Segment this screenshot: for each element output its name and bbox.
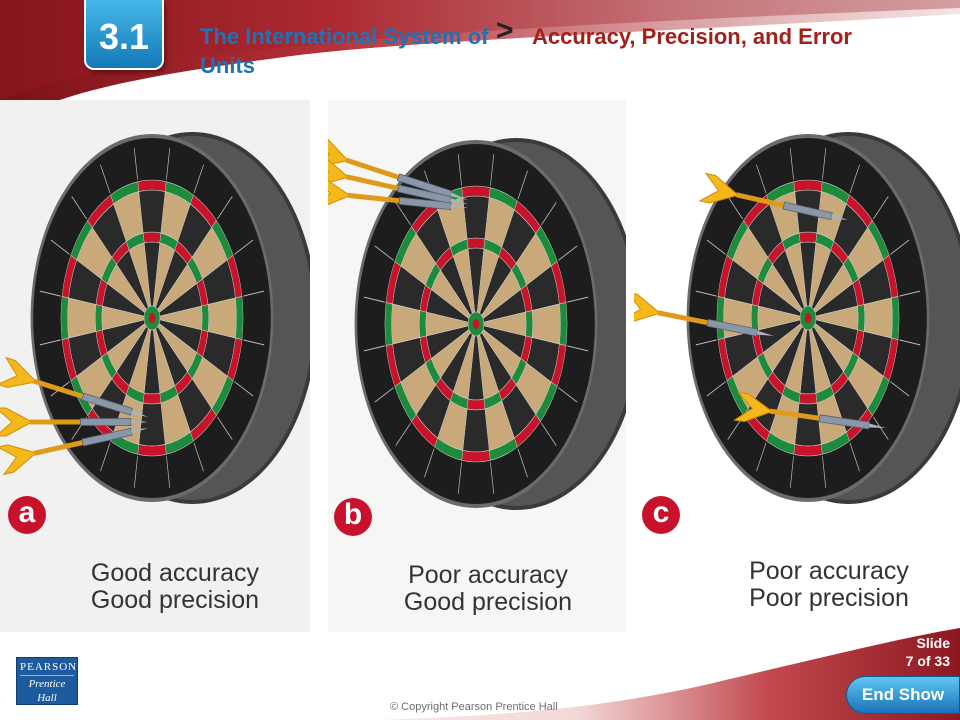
dart-c-2 xyxy=(634,291,774,337)
pearson-logo: PEARSON Prentice Hall xyxy=(16,657,78,705)
logo-text-pearson: PEARSON xyxy=(20,661,76,676)
dart-b-3 xyxy=(328,177,469,211)
dartboard-illustration-b xyxy=(328,100,626,632)
logo-text-prentice: Prentice xyxy=(28,678,66,690)
dart-cluster-b xyxy=(328,135,469,211)
caption-a-line2: Good precision xyxy=(90,586,260,614)
dartboard-a xyxy=(30,132,310,504)
dart-a-3 xyxy=(0,427,149,476)
section-number: 3.1 xyxy=(98,16,150,57)
caption-c: Poor accuracy Poor precision xyxy=(714,558,944,612)
dart-cluster-c xyxy=(634,172,887,430)
dart-b-2 xyxy=(328,154,468,204)
logo-text-hall: Hall xyxy=(37,692,57,704)
header-banner xyxy=(0,0,960,100)
chapter-title: The International System of Units xyxy=(200,24,489,78)
panel-label-c: c xyxy=(642,496,680,534)
dartboard-b xyxy=(354,138,626,510)
dart-c-3 xyxy=(733,391,887,430)
slide-subtitle: Accuracy, Precision, and Error xyxy=(532,24,852,49)
slide-position: 7 of 33 xyxy=(905,653,950,669)
dart-a-2 xyxy=(0,407,148,437)
caption-a: Good accuracy Good precision xyxy=(50,560,300,614)
dart-cluster-a xyxy=(0,356,149,476)
caption-b-line1: Poor accuracy xyxy=(408,561,568,589)
caption-c-line1: Poor accuracy xyxy=(749,557,909,585)
section-badge: 3.1 xyxy=(84,0,164,70)
dartboard-panel-a: a Good accuracy Good precision xyxy=(0,100,310,632)
dartboard-illustration-a xyxy=(0,100,310,632)
dartboard-panel-c: c Poor accuracy Poor precision xyxy=(634,100,960,632)
dart-a-1 xyxy=(0,356,148,417)
caption-b: Poor accuracy Good precision xyxy=(368,562,608,616)
caption-b-line2: Good precision xyxy=(403,588,573,616)
breadcrumb-separator: > xyxy=(496,14,514,47)
slide-label: Slide xyxy=(916,635,950,651)
dartboard-illustration-c xyxy=(634,100,960,632)
end-show-button[interactable]: End Show xyxy=(846,676,960,714)
dartboard-panel-b: b Poor accuracy Good precision xyxy=(328,100,626,632)
dart-c-1 xyxy=(698,172,848,221)
caption-a-line1: Good accuracy xyxy=(90,559,260,587)
footer-banner xyxy=(0,628,960,720)
panel-label-a: a xyxy=(8,496,46,534)
dart-b-1 xyxy=(328,135,469,201)
copyright-notice: © Copyright Pearson Prentice Hall xyxy=(390,701,558,713)
panel-label-b: b xyxy=(334,498,372,536)
dartboard-c xyxy=(686,132,960,504)
slide-counter: Slide 7 of 33 xyxy=(880,634,950,670)
caption-c-line2: Poor precision xyxy=(749,584,909,612)
